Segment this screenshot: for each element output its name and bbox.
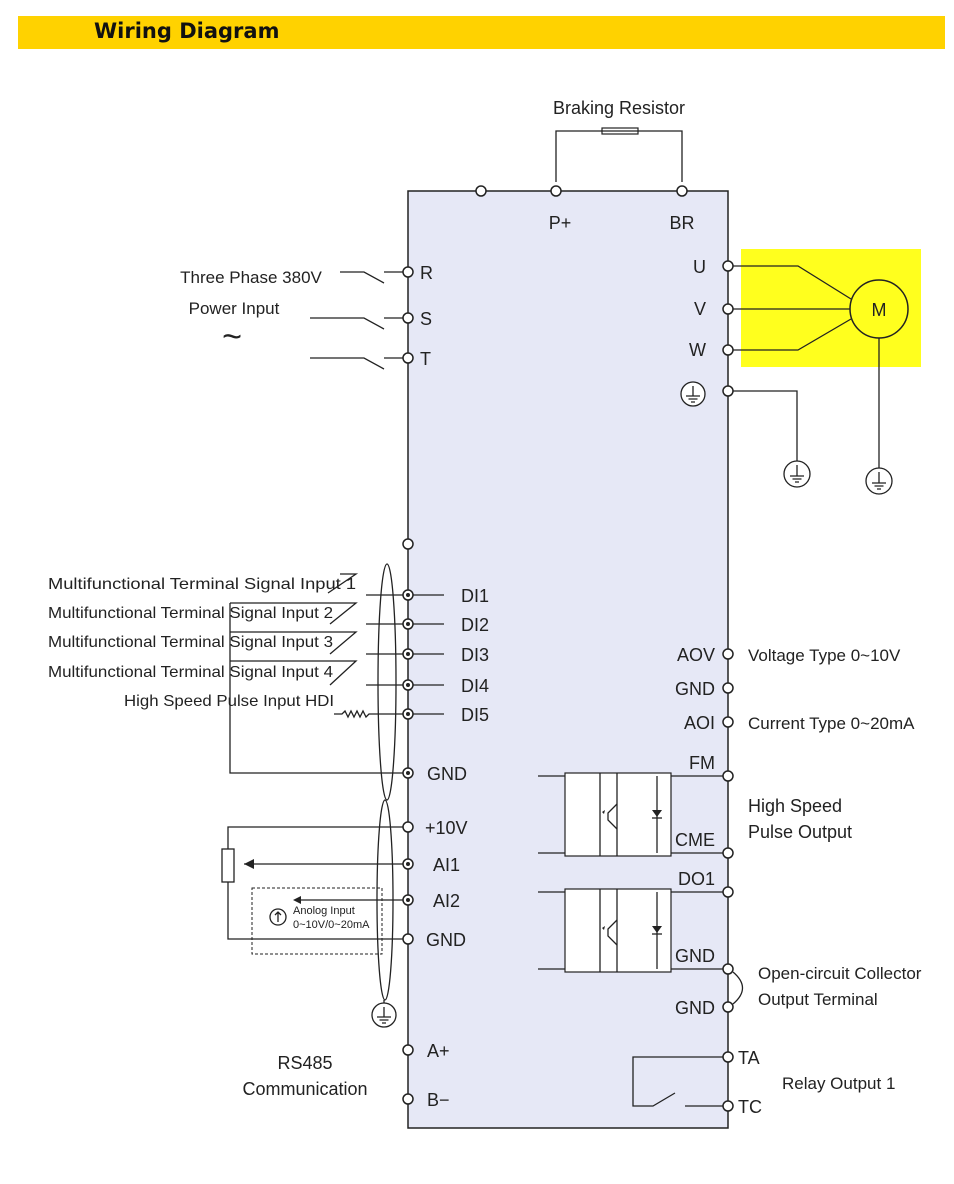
- terminal-label-ai-gnd: GND: [426, 930, 466, 950]
- terminal-label-br: BR: [669, 213, 694, 233]
- relay-output-label: Relay Output 1: [782, 1074, 895, 1093]
- current-source-icon: [269, 908, 287, 926]
- ground-icon-pe-wire: [783, 460, 811, 488]
- optocoupler-do1: [564, 888, 672, 973]
- analog-source-box: [251, 887, 383, 955]
- terminal-plus10v: [402, 821, 414, 833]
- voltage-output-label: Voltage Type 0~10V: [748, 646, 901, 665]
- header-banner: Wiring Diagram: [18, 16, 945, 49]
- power-input-label-1: Three Phase 380V: [180, 268, 322, 287]
- terminal-unlabeled-top: [475, 185, 487, 197]
- pulse-output-label-2: Pulse Output: [748, 822, 852, 842]
- terminal-br: [676, 185, 688, 197]
- terminal-label-b-minus: B−: [427, 1090, 450, 1110]
- terminal-label-w: W: [689, 340, 706, 360]
- terminal-do-gnd-1: [722, 963, 734, 975]
- di-source-label-3: Multifunctional Terminal Signal Input 3: [48, 634, 333, 651]
- terminal-label-di2: DI2: [461, 615, 489, 635]
- terminal-w: [722, 344, 734, 356]
- terminal-ta: [722, 1051, 734, 1063]
- terminal-label-do-gnd-2: GND: [675, 998, 715, 1018]
- terminal-label-plus10v: +10V: [425, 818, 468, 838]
- terminal-label-di5: DI5: [461, 705, 489, 725]
- terminal-label-cme: CME: [675, 830, 715, 850]
- terminal-label-tc: TC: [738, 1097, 762, 1117]
- collector-output-label-2: Output Terminal: [758, 990, 878, 1009]
- terminal-label-di-gnd: GND: [427, 764, 467, 784]
- ground-icon-drive-pe: [680, 381, 706, 407]
- potentiometer: [221, 848, 235, 883]
- terminal-label-v: V: [694, 299, 706, 319]
- di-source-label-5: High Speed Pulse Input HDI: [124, 693, 334, 710]
- terminal-label-aov: AOV: [677, 645, 715, 665]
- terminal-pe: [722, 385, 734, 397]
- terminal-b-minus: [402, 1093, 414, 1105]
- braking-resistor-label: Braking Resistor: [553, 98, 685, 118]
- shield-cable-upper: [377, 563, 397, 801]
- terminal-p-plus: [550, 185, 562, 197]
- terminal-fm: [722, 770, 734, 782]
- ac-tilde-symbol: ~: [222, 318, 242, 356]
- terminal-label-r: R: [420, 263, 433, 283]
- di-source-label-1: Multifunctional Terminal Signal Input 1: [48, 576, 356, 593]
- optocoupler-fm: [564, 772, 672, 857]
- terminal-label-s: S: [420, 309, 432, 329]
- terminal-u: [722, 260, 734, 272]
- terminal-label-t: T: [420, 349, 431, 369]
- current-output-label: Current Type 0~20mA: [748, 714, 915, 733]
- terminal-label-ta: TA: [738, 1048, 760, 1068]
- ground-icon-shield: [371, 1002, 397, 1028]
- terminal-label-do-gnd-1: GND: [675, 946, 715, 966]
- terminal-label-do1: DO1: [678, 869, 715, 889]
- terminal-s: [402, 312, 414, 324]
- collector-output-label-1: Open-circuit Collector: [758, 964, 922, 983]
- terminal-label-di1: DI1: [461, 586, 489, 606]
- terminal-label-ao-gnd: GND: [675, 679, 715, 699]
- terminal-ai-gnd: [402, 933, 414, 945]
- di-source-label-2: Multifunctional Terminal Signal Input 2: [48, 605, 333, 622]
- terminal-label-di3: DI3: [461, 645, 489, 665]
- terminal-r: [402, 266, 414, 278]
- terminal-tc: [722, 1100, 734, 1112]
- terminal-aoi: [722, 716, 734, 728]
- terminal-do-gnd-2: [722, 1001, 734, 1013]
- terminal-label-di4: DI4: [461, 676, 489, 696]
- di-source-label-4: Multifunctional Terminal Signal Input 4: [48, 664, 333, 681]
- pulse-output-label-1: High Speed: [748, 796, 842, 816]
- terminal-cme: [722, 847, 734, 859]
- terminal-t: [402, 352, 414, 364]
- terminal-aov: [722, 648, 734, 660]
- terminal-ao-gnd: [722, 682, 734, 694]
- terminal-label-u: U: [693, 257, 706, 277]
- terminal-label-aoi: AOI: [684, 713, 715, 733]
- terminal-a-plus: [402, 1044, 414, 1056]
- rs485-label-2: Communication: [242, 1079, 367, 1099]
- motor-label: M: [872, 300, 887, 320]
- ground-icon-motor: [865, 467, 893, 495]
- analog-source-label-2: 0~10V/0~20mA: [293, 919, 370, 931]
- terminal-label-fm: FM: [689, 753, 715, 773]
- power-input-label-2: Power Input: [189, 299, 280, 318]
- terminal-do1: [722, 886, 734, 898]
- terminal-label-ai2: AI2: [433, 891, 460, 911]
- terminal-v: [722, 303, 734, 315]
- rs485-label-1: RS485: [277, 1053, 332, 1073]
- terminal-label-a-plus: A+: [427, 1041, 450, 1061]
- terminal-label-p-plus: P+: [549, 213, 572, 233]
- terminal-unlabeled-left: [402, 538, 414, 550]
- page-title: Wiring Diagram: [94, 19, 280, 43]
- terminal-label-ai1: AI1: [433, 855, 460, 875]
- analog-source-label-1: Anolog Input: [293, 905, 355, 917]
